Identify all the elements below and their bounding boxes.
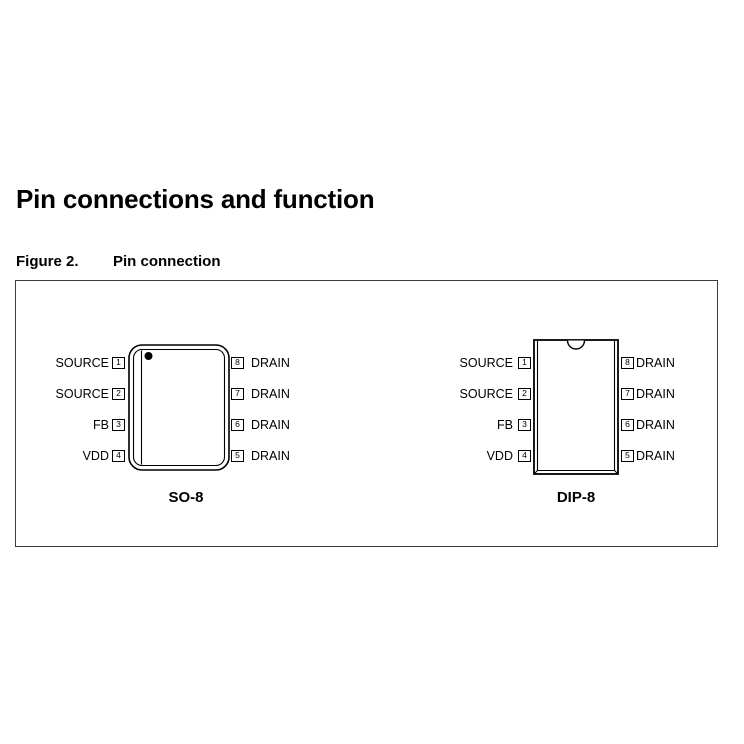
dip8-pin6-number-box: 6	[621, 418, 634, 431]
dip8-pin5-label: DRAIN	[636, 448, 675, 463]
so8-pin8-number-box: 8	[231, 356, 244, 369]
so8-pin3-label: FB	[93, 417, 109, 432]
dip8-pin5-number-box: 5	[621, 449, 634, 462]
so8-pin3-number-box: 3	[112, 418, 125, 431]
dip8-package-name: DIP-8	[556, 489, 596, 506]
so8-pin6-number-box: 6	[231, 418, 244, 431]
dip8-pin8-label: DRAIN	[636, 355, 675, 370]
so8-package-name: SO-8	[168, 489, 204, 506]
so8-pin4-label: VDD	[82, 448, 109, 463]
dip8-pin4-number-box: 4	[518, 449, 531, 462]
so8-pin2-label: SOURCE	[55, 386, 109, 401]
figure-frame: SOURCE SOURCE FB VDD 1 2 3 4 8 7 6 5 DRA…	[15, 280, 718, 547]
so8-pin4-number-box: 4	[112, 449, 125, 462]
so8-pin1-label: SOURCE	[55, 355, 109, 370]
dip8-pin7-label: DRAIN	[636, 386, 675, 401]
figure-title: Pin connection	[113, 253, 221, 270]
so8-pin5-label: DRAIN	[251, 448, 290, 463]
dip8-pin8-number-box: 8	[621, 356, 634, 369]
package-outlines	[128, 339, 619, 475]
dip8-pin2-label: SOURCE	[459, 386, 513, 401]
dip8-pin2-number-box: 2	[518, 387, 531, 400]
dip8-pin7-number-box: 7	[621, 387, 634, 400]
so8-pin1-number-box: 1	[112, 356, 125, 369]
so8-package-body	[128, 344, 230, 471]
dip8-pin3-label: FB	[497, 417, 513, 432]
so8-pin7-label: DRAIN	[251, 386, 290, 401]
so8-pin2-number-box: 2	[112, 387, 125, 400]
pin1-marker-dot	[144, 352, 153, 360]
so8-pin5-number-box: 5	[231, 449, 244, 462]
page-title: Pin connections and function	[16, 184, 375, 214]
dip8-package-body	[533, 339, 619, 475]
dip8-pin3-number-box: 3	[518, 418, 531, 431]
dip8-top-notch	[566, 340, 586, 350]
so8-pin7-number-box: 7	[231, 387, 244, 400]
figure-label: Figure 2.	[16, 253, 79, 270]
dip8-pin6-label: DRAIN	[636, 417, 675, 432]
so8-pin6-label: DRAIN	[251, 417, 290, 432]
dip8-pin1-label: SOURCE	[459, 355, 513, 370]
so8-pin8-label: DRAIN	[251, 355, 290, 370]
dip8-pin1-number-box: 1	[518, 356, 531, 369]
dip8-pin4-label: VDD	[486, 448, 513, 463]
